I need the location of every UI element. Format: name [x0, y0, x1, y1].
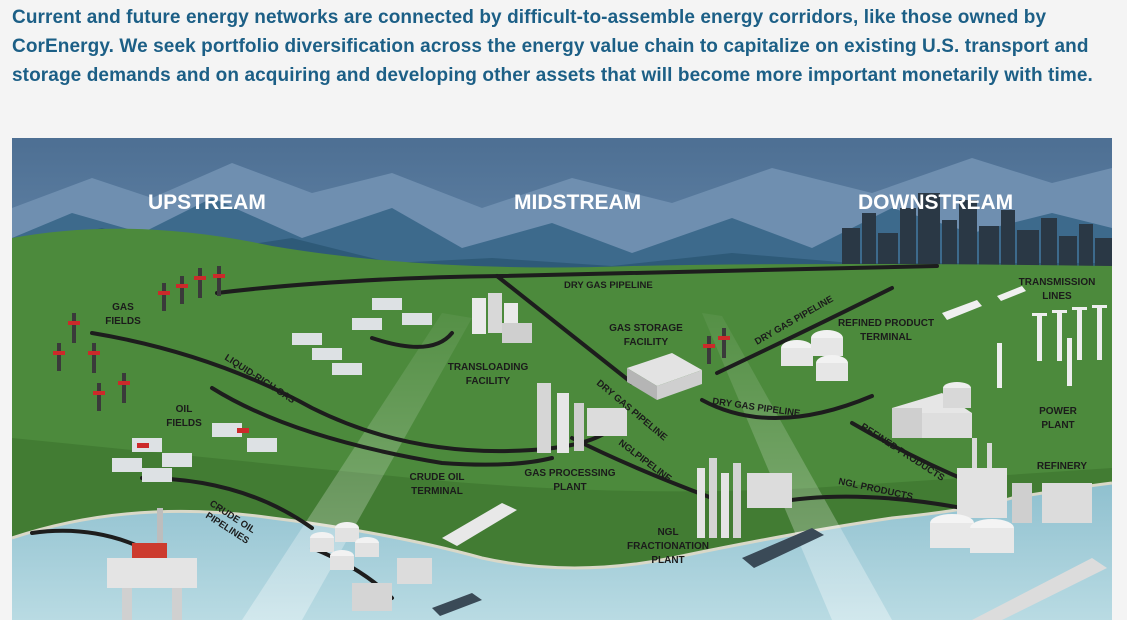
- label-gas-fields-line2: FIELDS: [105, 316, 141, 327]
- label-crude-terminal-line1: CRUDE OIL: [410, 472, 465, 483]
- label-ngl-frac-line1: NGL: [657, 527, 678, 538]
- pumpjack-icons: [112, 298, 432, 482]
- energy-value-chain-diagram: UPSTREAM MIDSTREAM DOWNSTREAM GAS FIELDS…: [12, 138, 1112, 620]
- label-crude-terminal-line2: TERMINAL: [411, 486, 463, 497]
- label-transloading-line1: TRANSLOADING: [448, 362, 529, 373]
- transloading-facility: [472, 293, 532, 343]
- label-power-plant-line2: PLANT: [1041, 420, 1074, 431]
- refinery: [930, 438, 1092, 553]
- city-skyline: [842, 193, 1112, 268]
- label-gas-processing-line1: GAS PROCESSING: [524, 468, 615, 479]
- ship-icons: [432, 528, 1107, 620]
- trucks-icons: [942, 286, 1026, 320]
- label-gas-fields-line1: GAS: [112, 302, 134, 313]
- oil-platform: [107, 508, 197, 620]
- label-refined-terminal-line1: REFINED PRODUCT: [838, 318, 934, 329]
- label-transloading-line2: FACILITY: [466, 376, 511, 387]
- intro-paragraph: Current and future energy networks are c…: [12, 7, 1093, 86]
- label-gas-storage-line1: GAS STORAGE: [609, 323, 683, 334]
- label-ngl-frac-line3: PLANT: [651, 555, 684, 566]
- refined-product-terminal: [781, 330, 848, 381]
- label-refinery: REFINERY: [1037, 461, 1088, 472]
- label-ngl-frac-line2: FRACTIONATION: [627, 541, 709, 552]
- label-oil-fields-line2: FIELDS: [166, 418, 202, 429]
- transmission-tower-icons: [997, 305, 1107, 388]
- gas-processing-plant: [537, 383, 627, 453]
- section-midstream: MIDSTREAM: [514, 191, 641, 214]
- ngl-fractionation-plant: [697, 458, 792, 538]
- crude-oil-terminal-tanks: [310, 503, 517, 611]
- light-beam-center: [702, 313, 892, 620]
- section-upstream: UPSTREAM: [148, 191, 266, 214]
- label-transmission-line2: LINES: [1042, 291, 1072, 302]
- light-beam-left: [242, 313, 472, 620]
- label-oil-fields-line1: OIL: [176, 404, 193, 415]
- section-downstream: DOWNSTREAM: [858, 191, 1013, 214]
- power-plant: [892, 382, 972, 438]
- label-gas-storage-line2: FACILITY: [624, 337, 669, 348]
- label-power-plant-line1: POWER: [1039, 406, 1078, 417]
- gas-storage-facility: [627, 353, 702, 400]
- gas-well-icons: [53, 266, 730, 411]
- pipeline-dry-gas-top: DRY GAS PIPELINE: [564, 280, 653, 291]
- label-transmission-line1: TRANSMISSION: [1019, 277, 1096, 288]
- label-gas-processing-line2: PLANT: [553, 482, 586, 493]
- label-refined-terminal-line2: TERMINAL: [860, 332, 912, 343]
